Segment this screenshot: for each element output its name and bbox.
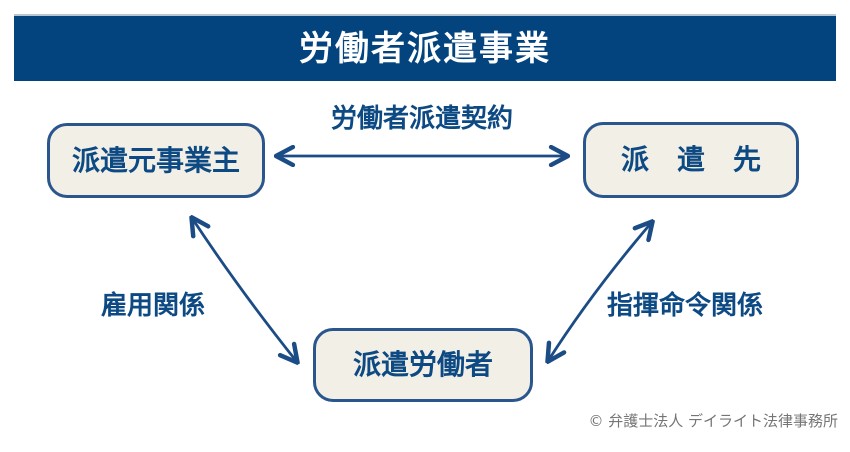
copyright-notice: © 弁護士法人 デイライト法律事務所 [588, 412, 838, 430]
node-dispatched-worker: 派遣労働者 [313, 328, 533, 402]
label-command-relation: 指揮命令関係 [607, 291, 764, 321]
node-client-label: 派 遣 先 [620, 143, 761, 176]
employment-relation-arrow [192, 218, 297, 362]
label-employment-relation: 雇用関係 [101, 291, 206, 321]
node-dispatch-source: 派遣元事業主 [47, 123, 265, 198]
node-dispatched-worker-label: 派遣労働者 [352, 348, 493, 381]
node-client: 派 遣 先 [583, 122, 799, 198]
node-dispatch-source-label: 派遣元事業主 [71, 143, 240, 177]
title-banner: 労働者派遣事業 [14, 14, 836, 81]
page-title: 労働者派遣事業 [299, 28, 551, 69]
label-dispatch-contract: 労働者派遣契約 [330, 104, 513, 134]
